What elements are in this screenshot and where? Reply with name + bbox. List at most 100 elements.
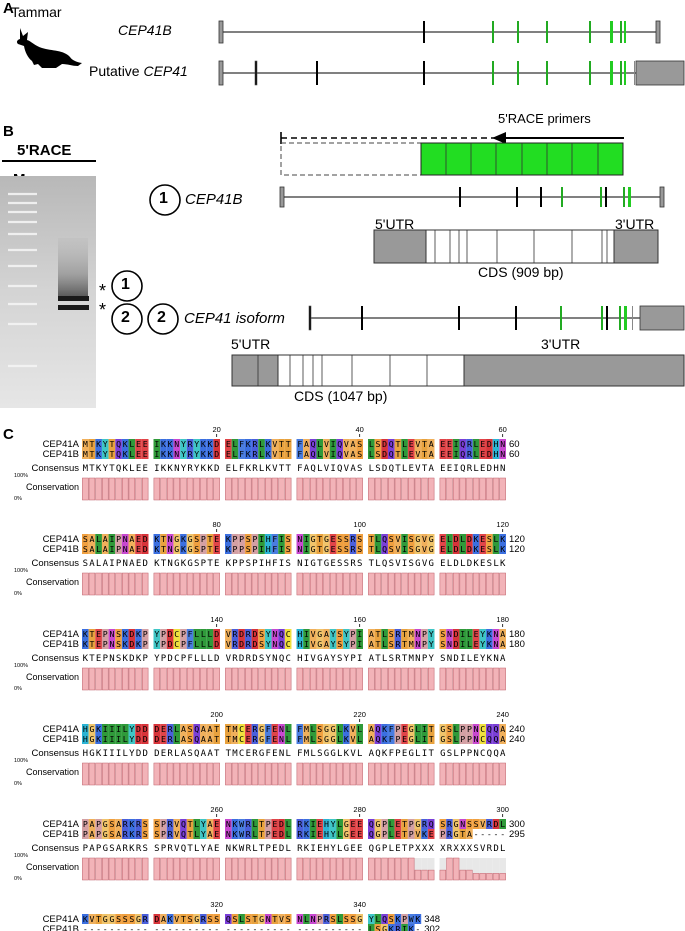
residue-cell	[160, 544, 167, 554]
conservation-bg	[466, 858, 473, 880]
residue-letter: V	[351, 724, 356, 734]
residue-letter: Y	[331, 629, 336, 639]
residue-letter: I	[109, 544, 114, 554]
residue-cell	[427, 734, 435, 744]
residue-cell	[368, 439, 375, 449]
conservation-bar	[466, 572, 473, 596]
residue-cell	[349, 449, 357, 459]
conservation-bar	[439, 762, 446, 786]
conservation-bar	[285, 572, 292, 596]
residue-cell	[356, 639, 363, 649]
residue-letter: Q	[279, 639, 284, 649]
residue-cell	[186, 829, 194, 839]
seq1-name: CEP41A	[43, 914, 80, 925]
conservation-bar	[88, 572, 96, 596]
conservation-bar	[459, 762, 466, 786]
residue-letter: C	[174, 639, 179, 649]
residue-cell	[492, 534, 500, 544]
residue-cell	[278, 534, 285, 544]
residue-cell	[309, 639, 317, 649]
residue-cell	[271, 544, 279, 554]
residue-letter: E	[272, 819, 277, 829]
seq1-name: CEP41A	[43, 534, 80, 545]
residue-cell	[244, 914, 252, 924]
consensus-residue: Y	[266, 654, 272, 664]
conservation-bar	[160, 477, 167, 501]
residue-letter: C	[480, 724, 485, 734]
residue-letter: C	[239, 734, 244, 744]
residue-letter: T	[402, 629, 407, 639]
residue-cell	[121, 914, 129, 924]
residue-cell	[244, 829, 252, 839]
residue-letter: R	[297, 819, 302, 829]
residue-cell	[329, 724, 337, 734]
residue-letter: L	[174, 734, 179, 744]
conservation-bar	[180, 572, 187, 596]
residue-letter: E	[402, 724, 407, 734]
residue-cell	[238, 544, 245, 554]
consensus-residue: L	[460, 559, 465, 569]
residue-letter: L	[337, 734, 342, 744]
consensus-residue: E	[440, 464, 445, 474]
residue-letter: P	[266, 829, 271, 839]
residue-letter: R	[297, 829, 302, 839]
residue-cell	[486, 724, 493, 734]
residue-letter: -	[324, 924, 329, 931]
conservation-bar	[135, 572, 142, 596]
consensus-residue: G	[428, 559, 433, 569]
residue-cell	[101, 439, 109, 449]
residue-cell	[193, 829, 201, 839]
residue-cell	[264, 639, 272, 649]
conservation-bar	[95, 477, 102, 501]
residue-cell	[421, 449, 428, 459]
residue-letter: L	[337, 819, 342, 829]
residue-letter: P	[467, 734, 472, 744]
residue-cell	[446, 724, 453, 734]
residue-cell	[206, 829, 214, 839]
residue-cell	[166, 534, 174, 544]
consensus-residue: Y	[330, 844, 336, 854]
residue-letter: S	[194, 544, 199, 554]
residue-cell	[238, 439, 245, 449]
residue-letter: I	[311, 829, 316, 839]
conservation-bar	[285, 667, 292, 691]
residue-cell	[264, 534, 272, 544]
residue-letter: D	[454, 544, 459, 554]
residue-cell	[141, 449, 149, 459]
residue-cell	[343, 544, 350, 554]
conservation-bar	[82, 667, 89, 691]
residue-cell	[278, 439, 285, 449]
residue-cell	[88, 639, 96, 649]
residue-letter: L	[454, 734, 459, 744]
conservation-bar	[206, 762, 214, 786]
consensus-residue: S	[194, 559, 199, 569]
residue-cell	[160, 629, 167, 639]
residue-cell	[446, 829, 453, 839]
residue-letter: L	[174, 724, 179, 734]
residue-cell	[251, 449, 259, 459]
residue-letter: D	[143, 724, 148, 734]
consensus-residue: A	[500, 749, 506, 759]
conservation-bg	[486, 858, 493, 880]
primer-box-dashed	[280, 142, 422, 176]
consensus-residue: P	[252, 559, 258, 569]
residue-cell	[173, 734, 181, 744]
consensus-residue: L	[389, 844, 394, 854]
consensus-residue: K	[382, 749, 388, 759]
residue-letter: K	[161, 449, 166, 459]
residue-cell	[427, 639, 435, 649]
consensus-residue: T	[279, 464, 285, 474]
residue-cell	[264, 724, 272, 734]
residue-letter: G	[409, 724, 414, 734]
residue-cell	[160, 734, 167, 744]
residue-letter: K	[344, 734, 349, 744]
residue-letter: E	[96, 639, 101, 649]
consensus-residue: R	[167, 749, 173, 759]
residue-cell	[421, 544, 428, 554]
residue-cell	[336, 534, 344, 544]
consensus-residue: P	[266, 844, 272, 854]
residue-cell	[121, 544, 129, 554]
conservation-bar	[356, 762, 363, 786]
conservation-bar	[472, 477, 480, 501]
residue-letter: H	[83, 734, 88, 744]
